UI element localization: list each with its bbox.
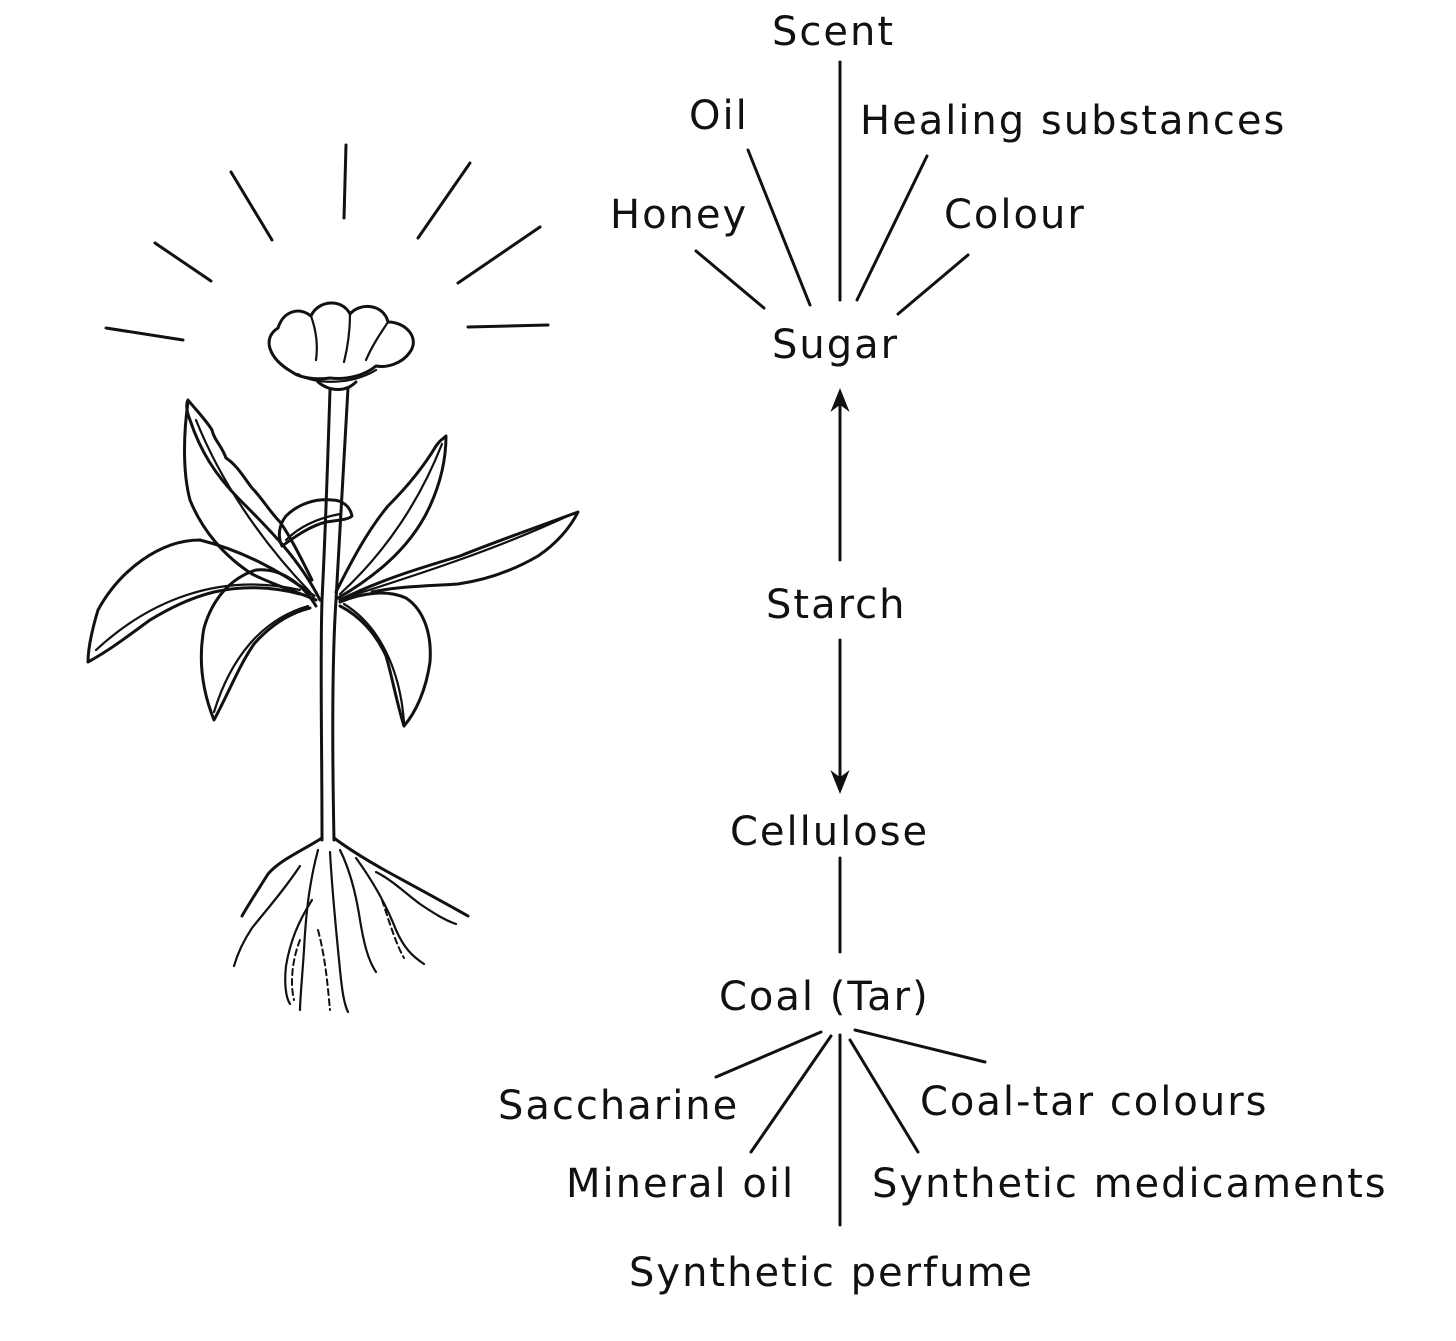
label-saccharine: Saccharine bbox=[498, 1083, 740, 1129]
label-sugar: Sugar bbox=[772, 322, 900, 368]
label-mineral-oil: Mineral oil bbox=[566, 1161, 796, 1207]
flower-head bbox=[267, 301, 415, 391]
leaves bbox=[86, 398, 580, 728]
label-starch: Starch bbox=[766, 582, 907, 628]
line-honey-sugar bbox=[694, 249, 766, 310]
sun-rays bbox=[104, 143, 550, 342]
label-coal-tar: Coal (Tar) bbox=[719, 974, 930, 1020]
line-colour-sugar bbox=[896, 253, 970, 316]
line-healing-sugar bbox=[855, 154, 929, 302]
label-cellulose: Cellulose bbox=[730, 809, 930, 855]
label-scent: Scent bbox=[772, 9, 896, 55]
line-coal-saccharine bbox=[714, 1030, 823, 1079]
line-coal-synthetic-medicaments bbox=[848, 1038, 920, 1154]
line-oil-sugar bbox=[746, 148, 812, 307]
label-coal-tar-colours: Coal-tar colours bbox=[920, 1079, 1269, 1125]
label-colour: Colour bbox=[944, 192, 1086, 238]
line-coal-coaltar-colours bbox=[853, 1028, 987, 1064]
label-synthetic-perfume: Synthetic perfume bbox=[629, 1250, 1035, 1296]
roots bbox=[232, 836, 470, 1014]
label-oil: Oil bbox=[689, 93, 749, 139]
stem bbox=[319, 386, 350, 842]
label-honey: Honey bbox=[610, 192, 749, 238]
label-synthetic-medicaments: Synthetic medicaments bbox=[872, 1161, 1388, 1207]
label-healing-substances: Healing substances bbox=[860, 98, 1287, 144]
line-coal-mineral-oil bbox=[749, 1034, 833, 1154]
